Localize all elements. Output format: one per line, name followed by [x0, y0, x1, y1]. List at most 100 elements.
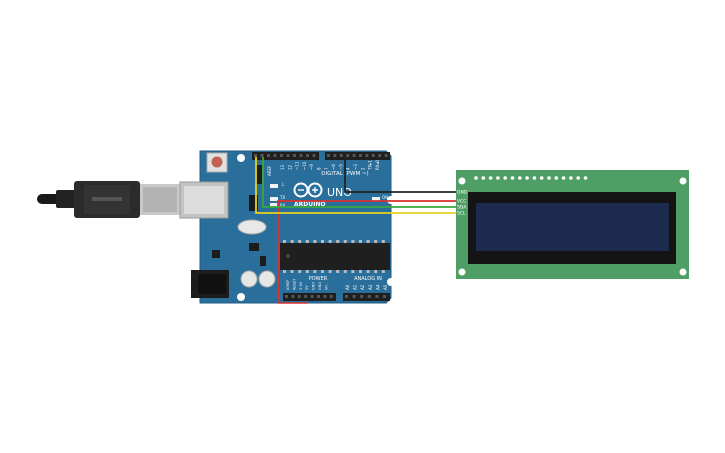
capacitor — [240, 270, 258, 288]
lcd-pin-label: GND — [457, 190, 468, 196]
lcd-header-pin — [525, 176, 529, 180]
header-hole[interactable] — [375, 295, 379, 298]
header-hole[interactable] — [384, 154, 388, 157]
header-hole[interactable] — [383, 295, 386, 298]
digital-pin-label: ~10 — [302, 161, 307, 170]
analog-pin-label: A0 — [345, 284, 350, 290]
wires[interactable] — [255, 157, 456, 298]
power-pin-label: GND — [318, 282, 322, 290]
wire-gnd[interactable] — [344, 159, 456, 193]
header-hole[interactable] — [310, 295, 314, 298]
lcd-pin-label: VCC — [457, 199, 466, 205]
power-pin-label: RESET — [292, 278, 296, 290]
header-hole[interactable] — [323, 295, 327, 298]
mounting-hole — [237, 293, 245, 301]
wire-vcc[interactable] — [277, 200, 456, 298]
header-hole[interactable] — [359, 154, 362, 157]
mounting-hole — [458, 177, 466, 185]
header-hole[interactable] — [365, 154, 369, 157]
header-hole[interactable] — [329, 295, 333, 298]
header-hole[interactable] — [317, 295, 320, 298]
header-hole[interactable] — [273, 154, 277, 157]
lcd-header-pin — [474, 176, 478, 180]
header-hole[interactable] — [378, 154, 382, 157]
header-hole[interactable] — [339, 154, 343, 157]
lcd-header-pin — [503, 176, 508, 180]
digital-header[interactable] — [252, 152, 390, 160]
l-led-label: L — [282, 182, 285, 187]
power-pin-label: IOREF — [286, 280, 290, 290]
lcd-screen — [476, 203, 669, 251]
header-hole[interactable] — [346, 154, 350, 157]
header-hole[interactable] — [299, 154, 303, 157]
analog-pin-label: A2 — [360, 284, 365, 290]
tx-led-label: TX — [279, 195, 285, 200]
header-hole[interactable] — [291, 295, 295, 298]
header-hole[interactable] — [327, 154, 330, 157]
header-hole[interactable] — [352, 295, 356, 298]
digital-pin-label: ~9 — [309, 164, 314, 170]
rx-led-label: RX — [280, 203, 286, 208]
lcd-header-pin — [554, 176, 559, 180]
lcd-pin-label: SCL — [457, 211, 466, 217]
header-hole[interactable] — [371, 154, 375, 157]
header-hole[interactable] — [254, 154, 257, 157]
mounting-hole — [387, 278, 395, 286]
lcd-header-pin — [510, 176, 515, 180]
power-pin-label: 5V — [305, 285, 309, 290]
header-hole[interactable] — [352, 154, 356, 157]
header-hole[interactable] — [280, 154, 283, 157]
lcd-header-pin — [547, 176, 551, 180]
header-hole[interactable] — [333, 154, 337, 157]
digital-pin-label: 2 — [360, 167, 365, 170]
lcd-header-pin — [539, 176, 544, 180]
digital-pin-label: ~3 — [353, 164, 358, 170]
power-header[interactable] — [283, 293, 336, 301]
microcontroller-chip — [280, 243, 390, 270]
header-hole[interactable] — [260, 154, 264, 157]
wire-scl[interactable] — [255, 157, 456, 214]
header-hole[interactable] — [293, 154, 296, 157]
wire-sda[interactable] — [262, 157, 456, 208]
header-hole[interactable] — [312, 154, 316, 157]
capacitor — [237, 219, 267, 235]
digital-pin-label: ~6 — [331, 164, 336, 170]
lcd-header-pin — [481, 176, 486, 180]
mounting-hole — [679, 177, 687, 185]
header-hole[interactable] — [345, 295, 348, 298]
header-hole[interactable] — [360, 295, 364, 298]
analog-label: ANALOG IN — [354, 276, 382, 282]
mounting-hole — [458, 268, 466, 276]
mounting-hole — [387, 196, 395, 204]
header-hole[interactable] — [367, 295, 371, 298]
on-led-label: ON — [382, 195, 388, 200]
digital-pin-label: 7 — [324, 167, 329, 170]
analog-header[interactable] — [343, 293, 390, 301]
mounting-hole — [237, 154, 245, 162]
lcd-header-pin — [532, 176, 537, 180]
power-pin-label: GND — [312, 282, 316, 290]
usb-cable[interactable] — [37, 181, 180, 218]
analog-pin-label: A4 — [375, 284, 380, 290]
lcd-header-pin — [496, 176, 500, 180]
digital-pin-label: 13 — [280, 164, 285, 170]
header-hole[interactable] — [285, 295, 288, 298]
header-hole[interactable] — [306, 154, 309, 157]
header-hole[interactable] — [267, 154, 270, 157]
header-hole[interactable] — [286, 154, 290, 157]
digital-pin-label: RX◂0 — [375, 159, 380, 170]
lcd-header-pin — [569, 176, 573, 180]
digital-pin-label: 8 — [317, 167, 322, 170]
header-hole[interactable] — [297, 295, 301, 298]
analog-pin-label: A3 — [368, 284, 373, 290]
capacitor — [258, 270, 276, 288]
digital-pin-label: ~5 — [338, 164, 343, 170]
header-hole[interactable] — [304, 295, 308, 298]
power-label: POWER — [309, 276, 328, 282]
